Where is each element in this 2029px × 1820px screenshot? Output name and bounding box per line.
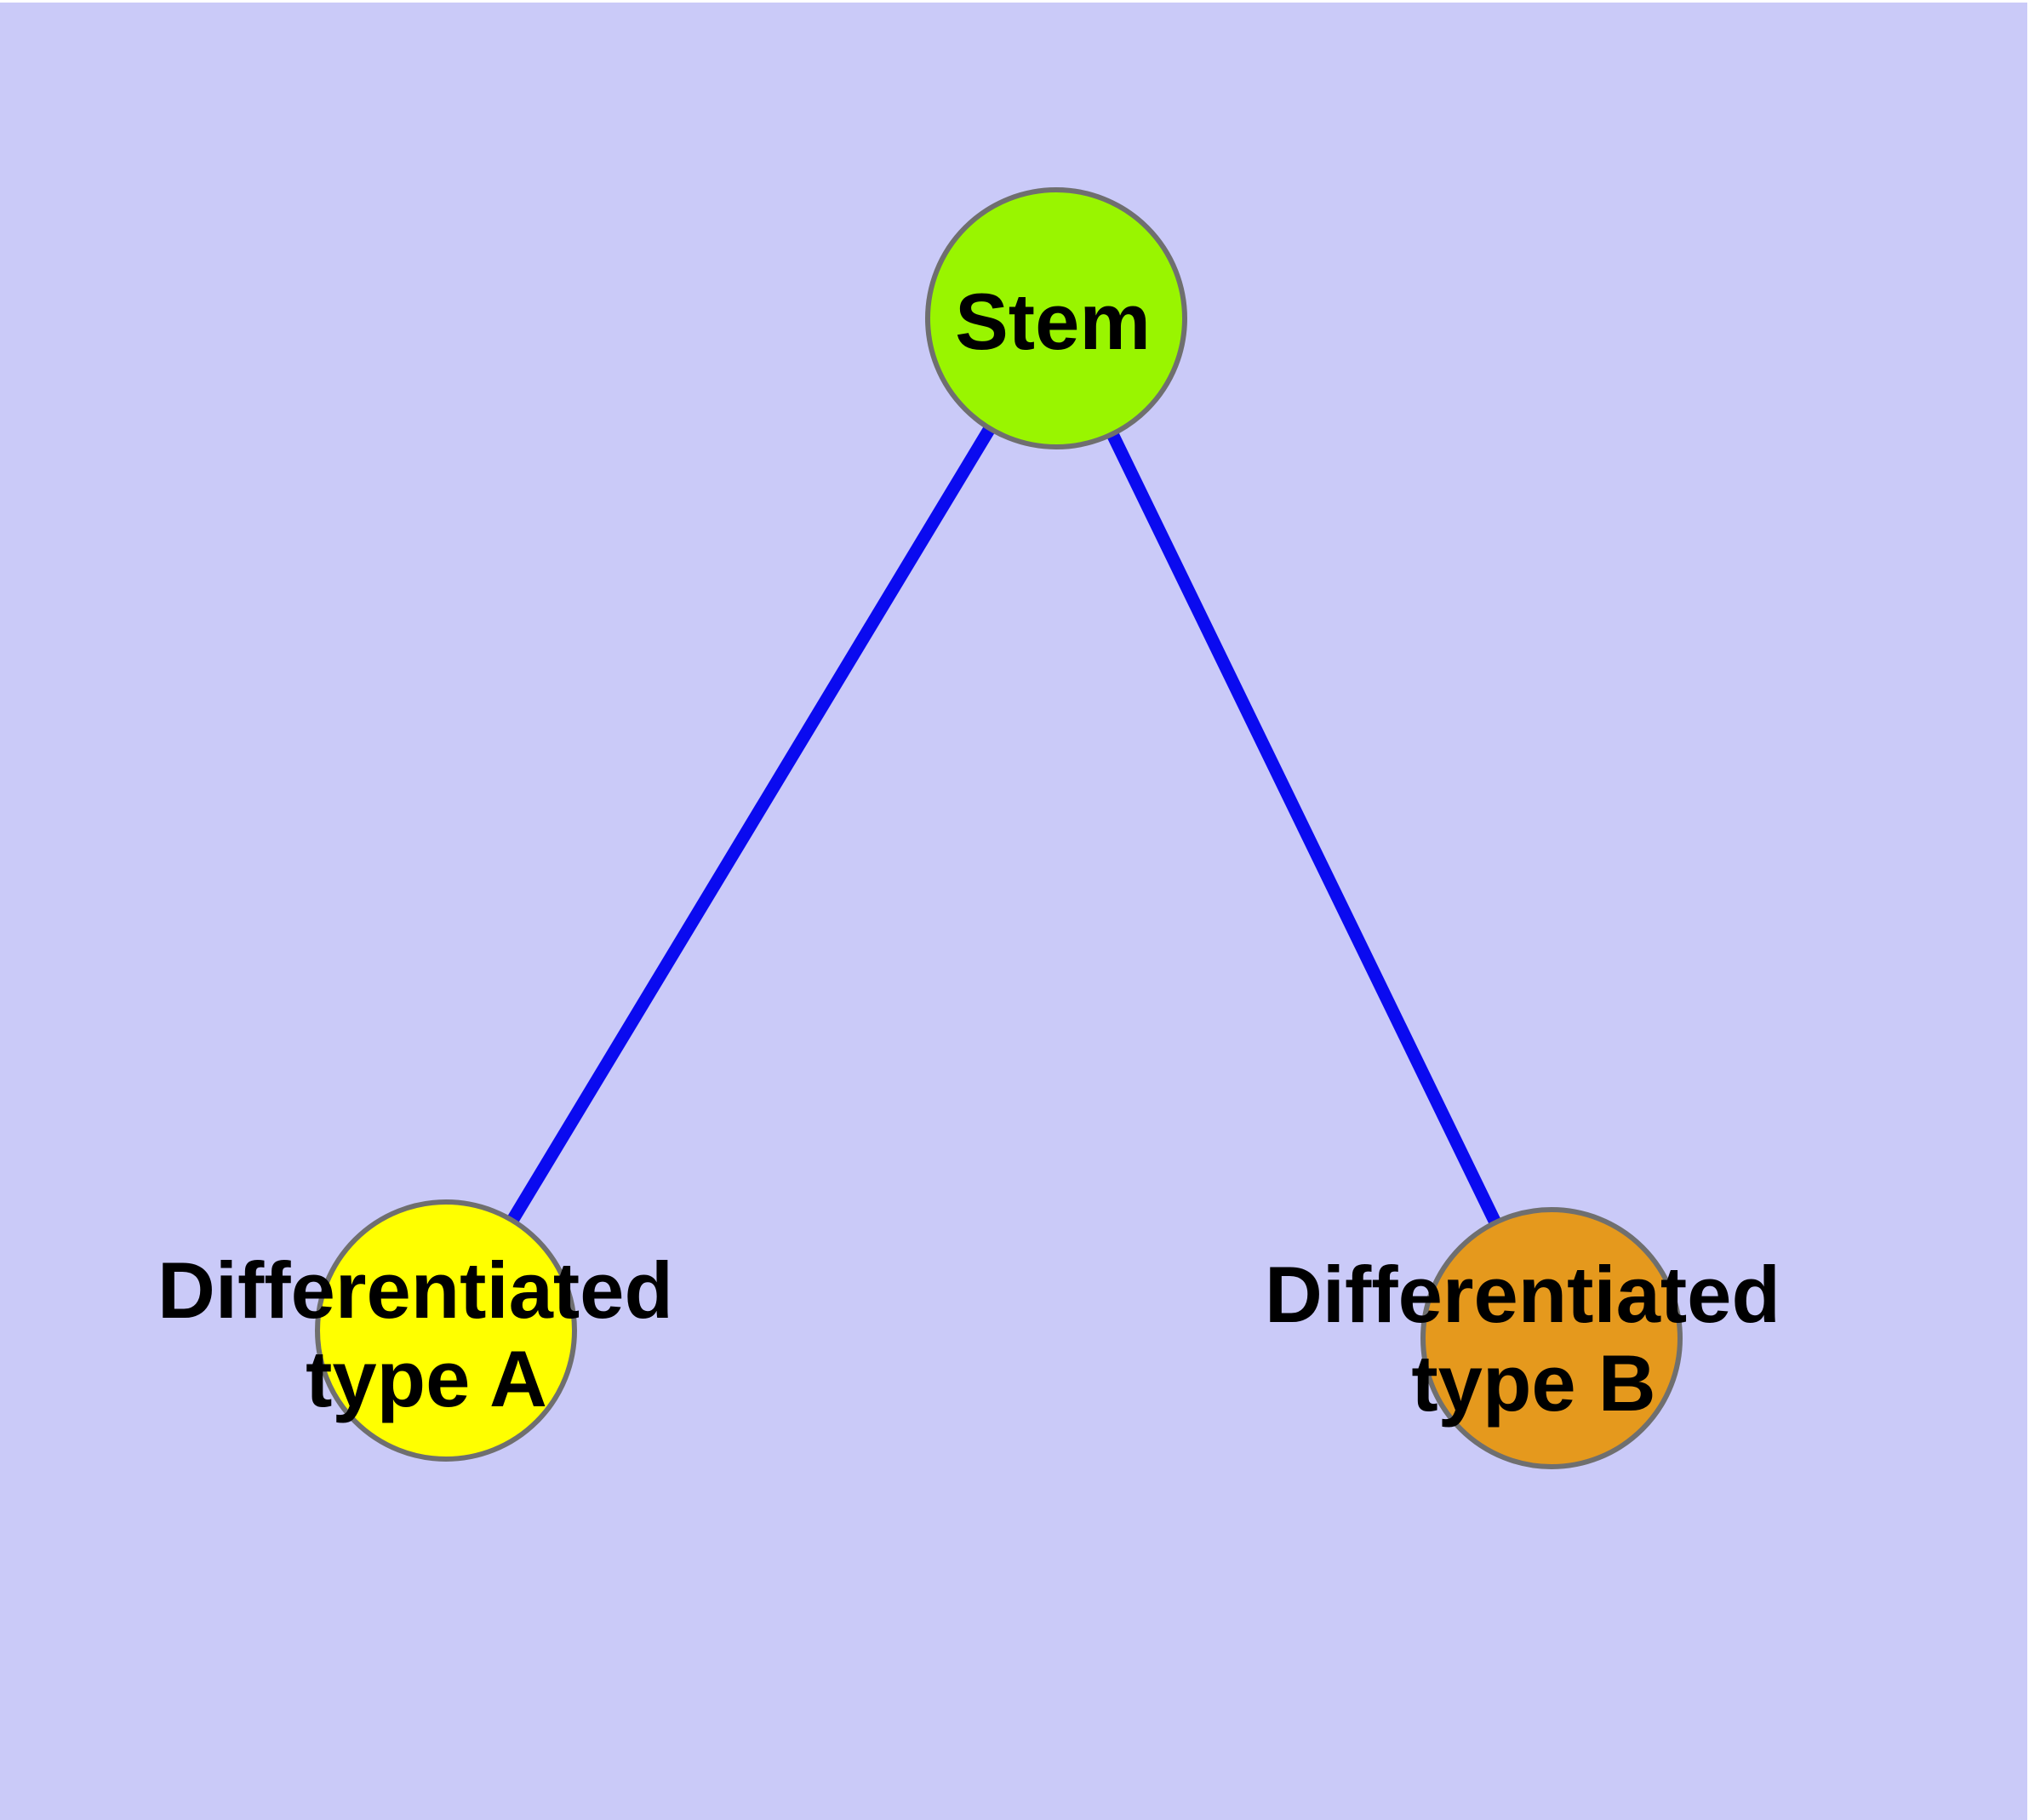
labels-layer: Stem Differentiated type A Differentiate… — [157, 277, 1803, 1428]
edge-stem-to-type-a — [440, 315, 1062, 1334]
node-stem-label: Stem — [955, 277, 1151, 366]
nodes-layer — [315, 187, 1683, 1469]
edge-stem-to-type-b — [1050, 315, 1557, 1342]
node-type-b-circle — [1420, 1207, 1683, 1469]
node-type-a-label: Differentiated type A — [157, 1245, 695, 1423]
edges-layer — [440, 315, 1557, 1342]
node-type-a-circle — [315, 1199, 577, 1462]
node-type-b-label-line1: Differentiated — [1265, 1250, 1780, 1339]
node-stem-circle — [925, 187, 1187, 449]
node-type-a-label-line2: type A — [306, 1334, 547, 1423]
node-type-a-label-line1: Differentiated — [157, 1245, 673, 1335]
node-type-b-label: Differentiated type B — [1265, 1250, 1803, 1428]
node-type-b-label-line2: type B — [1411, 1338, 1655, 1428]
